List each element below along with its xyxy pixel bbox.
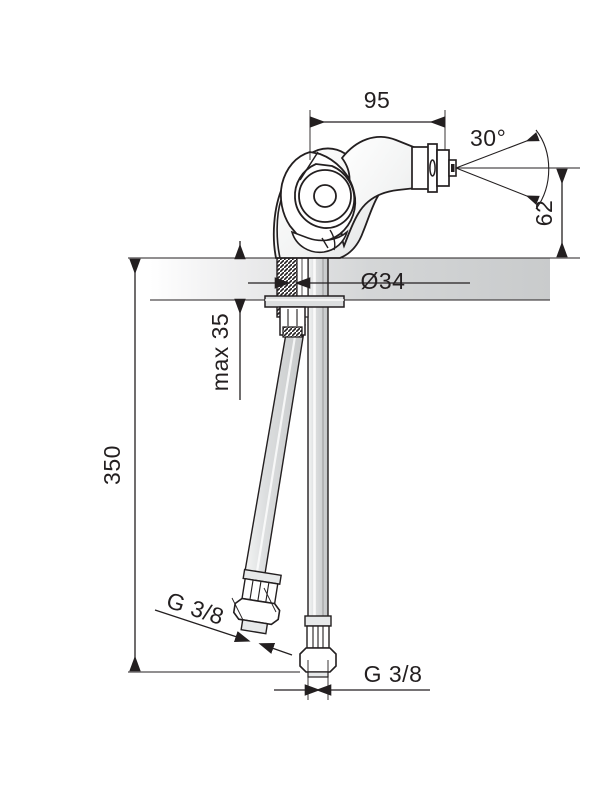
dimension-label-g38-vertical: G 3/8 [364, 661, 423, 687]
dimension-swivel-angle: 30° [455, 125, 550, 210]
faucet-body [272, 136, 417, 259]
dimension-label-30deg: 30° [470, 125, 506, 151]
dimension-spout-reach: 95 [309, 87, 446, 160]
callout-vertical-hose-thread: G 3/8 [274, 660, 430, 700]
dimension-shank-diameter: Ø34 [248, 268, 470, 294]
dimension-label-max35: max 35 [207, 313, 233, 391]
aerator-tip [411, 143, 457, 193]
mounting-nut [279, 306, 306, 338]
mounting-washer [264, 295, 345, 308]
dimension-label-350: 350 [99, 445, 125, 485]
dimension-label-62: 62 [531, 200, 557, 227]
counter-deck [150, 257, 550, 301]
vertical-hose-connector [299, 615, 337, 678]
angled-supply-hose [243, 321, 306, 581]
dimension-label-95: 95 [364, 87, 391, 113]
vertical-supply-hose [307, 254, 329, 626]
angled-hose-connector [231, 568, 283, 635]
dimension-total-height: 350 [99, 257, 300, 673]
dimension-spout-height: 62 [456, 167, 580, 259]
dimension-label-d34: Ø34 [361, 268, 406, 294]
dimension-deck-thickness: max 35 [207, 241, 262, 400]
